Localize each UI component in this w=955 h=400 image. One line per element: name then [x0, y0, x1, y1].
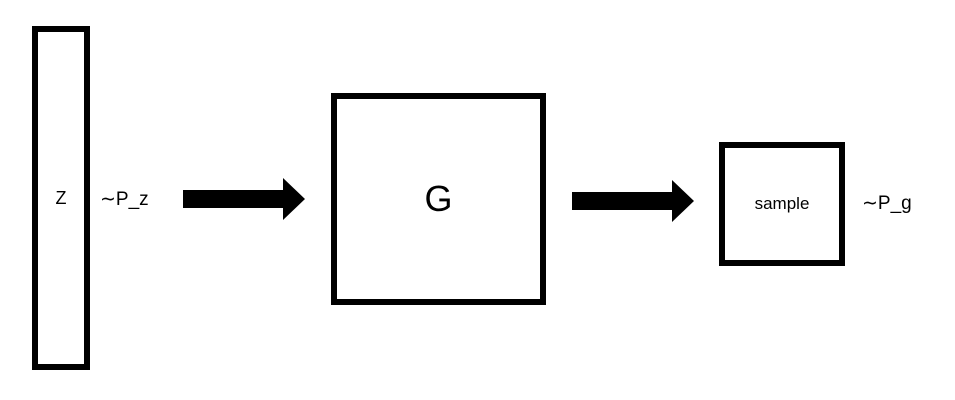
- arrow-z-to-g: [183, 178, 305, 220]
- z-node-label: Z: [55, 187, 67, 208]
- arrow-g-to-sample-shape: [572, 180, 694, 222]
- sample-distribution-label: ∼P_g: [862, 193, 912, 214]
- arrow-z-to-g-shape: [183, 178, 305, 220]
- g-node-label: G: [424, 178, 453, 219]
- z-distribution-label: ∼P_z: [100, 189, 149, 210]
- z-node: Z: [32, 26, 90, 370]
- arrow-g-to-sample: [572, 180, 694, 222]
- g-node: G: [331, 93, 546, 305]
- sample-node: sample: [719, 142, 845, 266]
- sample-node-label: sample: [754, 194, 810, 213]
